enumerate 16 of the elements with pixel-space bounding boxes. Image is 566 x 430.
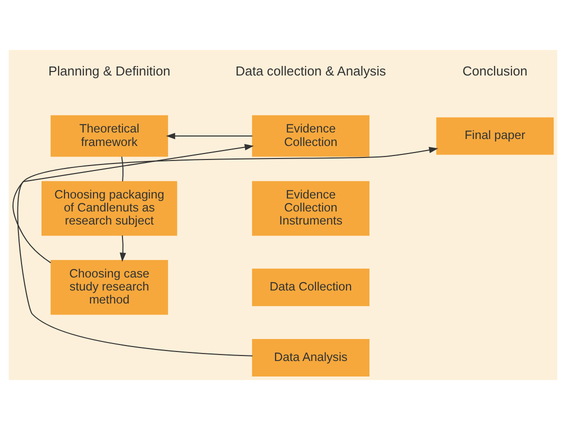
node-box: Choosing case study research method <box>50 260 168 315</box>
node-box: Evidence Collection Instruments <box>252 181 370 236</box>
node-box: Theoretical framework <box>50 115 168 157</box>
node-box: Final paper <box>436 117 554 155</box>
node-box: Choosing packaging of Candlenuts as research subject <box>42 181 178 236</box>
label: Data collection & Analysis <box>236 64 386 79</box>
label: Conclusion <box>462 64 528 79</box>
arrow <box>17 146 438 356</box>
connector <box>121 156 124 182</box>
arrow <box>12 144 254 264</box>
arrow <box>166 132 252 140</box>
label: Planning & Definition <box>48 64 170 79</box>
node-box: Data Collection <box>252 268 370 306</box>
node-box: Data Analysis <box>252 339 370 376</box>
node-box: Evidence Collection <box>252 115 370 157</box>
arrow <box>120 235 126 262</box>
